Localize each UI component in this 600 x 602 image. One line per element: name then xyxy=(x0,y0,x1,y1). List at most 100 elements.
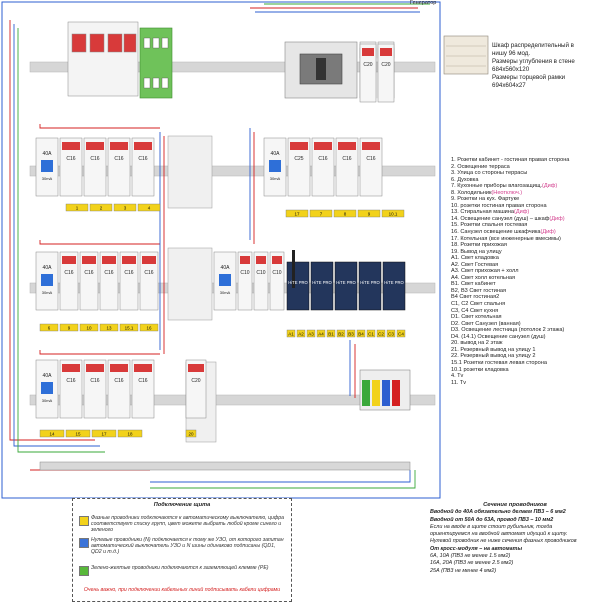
legend-item: 8. Холодильник(Неотключ.) xyxy=(451,190,597,197)
legend-item: 21. Резервный вывод на улицу 1 xyxy=(451,347,597,354)
legend-text: 16. Санузел освещение шкафчика xyxy=(451,229,541,236)
wire-section-line: Если на вводе в щите стоит рубильник, то… xyxy=(430,523,553,530)
group-label: 20 xyxy=(188,432,194,437)
group-label-tag xyxy=(99,323,119,332)
breaker-rating: C16 xyxy=(84,270,93,276)
legend-item: 15. Розетки спальня гостевая xyxy=(451,222,597,229)
relay-brand-label: HiTE PRO xyxy=(384,280,404,285)
yellow-wire-icon xyxy=(79,516,89,526)
rcd-rating-label: 40A xyxy=(43,151,53,157)
group-legend: 1. Розетки кабинет - гостиная правая сто… xyxy=(451,157,597,386)
legend-item: 4. Tv xyxy=(451,373,597,380)
legend-text: А2. Свет Гостевая xyxy=(451,261,499,268)
group-label: 14 xyxy=(49,432,55,437)
group-label-tag xyxy=(39,429,65,438)
note-phase-text: Фазные проводники подключаются к автомат… xyxy=(91,515,285,534)
breaker-rating: C20 xyxy=(381,62,390,68)
legend-text: 10.1 розетки кладовка xyxy=(451,366,509,373)
breaker-rating: C16 xyxy=(342,156,351,162)
group-label: 6 xyxy=(48,326,51,331)
breaker-rating: C10 xyxy=(272,270,281,276)
rcd-rating-label: 40A xyxy=(43,265,53,271)
breaker xyxy=(269,251,285,311)
group-label-tag xyxy=(286,329,296,338)
group-label: 16 xyxy=(146,326,152,331)
group-label-tag xyxy=(119,323,139,332)
legend-item: А2. Свет Гостевая xyxy=(451,262,597,269)
group-label: B4 xyxy=(358,332,364,337)
group-label: A1 xyxy=(288,332,294,337)
group-label-tag xyxy=(296,329,306,338)
legend-item: 7. Кухонные приборы влагозащищ.(Диф) xyxy=(451,183,597,190)
green-wire-icon xyxy=(79,566,89,576)
legend-item: 11. Tv xyxy=(451,380,597,387)
note-phase: Фазные проводники подключаются к автомат… xyxy=(79,515,287,534)
group-label: 4 xyxy=(148,206,151,211)
group-label: 17 xyxy=(294,212,300,217)
breaker xyxy=(59,137,83,197)
group-label: 3 xyxy=(124,206,127,211)
breaker-rating: C16 xyxy=(64,270,73,276)
legend-tag: (Неотключ.) xyxy=(491,189,523,196)
breaker-handle xyxy=(240,256,250,264)
breaker-rating: C16 xyxy=(144,270,153,276)
breaker-handle xyxy=(86,142,104,150)
cabinet-info-line: нишу 96 мод. xyxy=(492,50,531,57)
legend-text: 22. Резервный вывод на улицу 2 xyxy=(451,353,536,360)
legend-text: 2. Освещение терраса xyxy=(451,163,510,170)
terminal-strip-bottom xyxy=(39,461,411,471)
legend-item: 6. Духовка xyxy=(451,177,597,184)
rcd-current-label: 30mA xyxy=(42,290,53,295)
breaker-rating: C16 xyxy=(90,378,99,384)
legend-text: 11. Tv xyxy=(451,379,467,386)
legend-item: А3. Свет прихожая + холл xyxy=(451,268,597,275)
breaker xyxy=(83,359,107,419)
group-label: 2 xyxy=(100,206,103,211)
legend-text: В1. Свет кабинет xyxy=(451,281,496,288)
group-label-tag xyxy=(309,209,333,218)
cabinet-info-line: Размеры торцевой рамки xyxy=(492,74,566,81)
breaker-handle xyxy=(272,256,282,264)
group-label: B2 xyxy=(338,332,344,337)
note-neutral: Нулевые проводники (N) подключается к то… xyxy=(79,537,287,556)
legend-item: 15.1 Розетки гостевая левая сторона xyxy=(451,360,597,367)
breaker-rating: C16 xyxy=(66,378,75,384)
wire-section-line: Нулевой проводник не ниже сечения фазных… xyxy=(430,538,577,545)
cabinet-info-line: Шкаф распределительный в xyxy=(492,42,574,49)
group-label-tag xyxy=(65,429,91,438)
note-pe: Зелено-желтые проводники подключаются к … xyxy=(79,565,287,576)
rcd-rating-label: 40A xyxy=(271,151,281,157)
legend-text: 3. Улица со стороны террасы xyxy=(451,170,528,177)
legend-text: D4. (14.1) Освещение санузел (душ) xyxy=(451,333,546,340)
group-label: 13 xyxy=(106,326,112,331)
breaker-handle xyxy=(122,256,136,264)
breaker-handle xyxy=(102,256,116,264)
top-left-protection xyxy=(67,21,139,97)
legend-text: С1, С2 Свет спальня xyxy=(451,301,506,308)
legend-text: 10. розетки гостиная правая сторона xyxy=(451,202,547,209)
legend-item: 13. Стиральная машина(Диф) xyxy=(451,209,597,216)
legend-text: 8. Холодильник xyxy=(451,189,492,196)
group-label-tag xyxy=(306,329,316,338)
rcd-test-button xyxy=(41,160,53,172)
breaker-handle xyxy=(362,48,374,56)
connection-notes: Подключение щита Фазные проводники подкл… xyxy=(72,498,292,602)
group-label-tag xyxy=(376,329,386,338)
breaker-rating: C16 xyxy=(138,156,147,162)
breaker-handle xyxy=(134,142,152,150)
legend-item: 17. Котельная (все инженерные вмесимы) xyxy=(451,236,597,243)
group-label-tag xyxy=(59,323,79,332)
legend-item: В1. Свет кабинет xyxy=(451,281,597,288)
cabinet-info-line: Размеры углубления в стене xyxy=(492,58,575,65)
breaker xyxy=(377,43,395,103)
group-label-tag xyxy=(185,429,197,438)
note-pe-text: Зелено-желтые проводники подключаются к … xyxy=(91,565,269,571)
group-label-tag xyxy=(346,329,356,338)
legend-text: 15.1 Розетки гостевая левая сторона xyxy=(451,359,547,366)
group-label-tag xyxy=(366,329,376,338)
legend-text: А3. Свет прихожая + холл xyxy=(451,268,519,275)
group-label: B3 xyxy=(348,332,354,337)
group-label: 10 xyxy=(86,326,92,331)
breaker-handle xyxy=(62,142,80,150)
rcd-test-button xyxy=(41,274,53,286)
